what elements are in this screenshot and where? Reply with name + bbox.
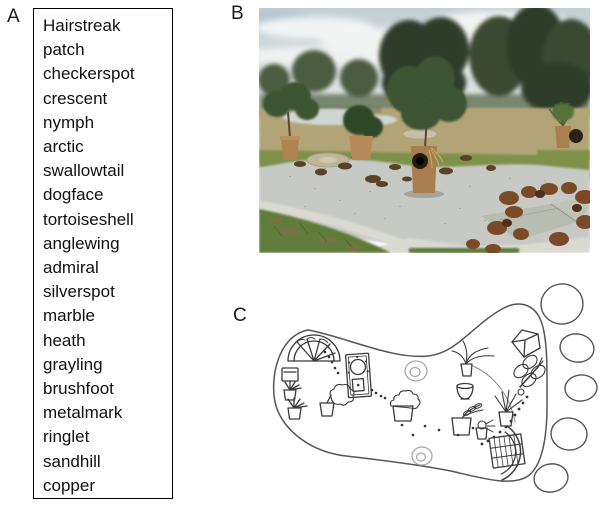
bug-pot-sketch bbox=[475, 419, 496, 440]
word-list-item: brushfoot bbox=[43, 379, 114, 399]
word-list-item: marble bbox=[43, 306, 95, 326]
word-list-item: silverspot bbox=[43, 282, 115, 302]
potted-shrub-2 bbox=[343, 105, 383, 160]
toe-circle bbox=[564, 374, 598, 402]
word-list-item: copper bbox=[43, 475, 95, 495]
potted-tree-3 bbox=[387, 56, 467, 198]
word-list-item: sandhill bbox=[43, 451, 101, 471]
foreground-lawn bbox=[259, 209, 519, 253]
spiky-pot-sketch-2 bbox=[287, 397, 308, 420]
butterfly-sketch bbox=[513, 354, 546, 396]
rust-rocks bbox=[466, 182, 590, 253]
dotted-path-1 bbox=[323, 350, 340, 375]
leafy-pot-sketch bbox=[451, 403, 484, 436]
footprint-sketch bbox=[225, 280, 600, 508]
toe-circle bbox=[540, 283, 584, 325]
potted-tree-1 bbox=[263, 82, 319, 160]
toe-circle bbox=[533, 463, 569, 493]
tuft-pot-sketch bbox=[451, 340, 495, 377]
dotted-path-2 bbox=[370, 388, 387, 400]
toe-circles bbox=[533, 283, 598, 493]
word-list-item: dogface bbox=[43, 185, 104, 205]
word-list-item: admiral bbox=[43, 258, 99, 278]
word-list-item: metalmark bbox=[43, 403, 123, 423]
crescent-paving-sketch bbox=[488, 425, 526, 481]
bush-pot-sketch bbox=[319, 383, 355, 417]
word-list-item: arctic bbox=[43, 137, 84, 157]
panel-a-label: A bbox=[7, 6, 21, 27]
word-list-item: checkerspot bbox=[43, 64, 135, 84]
stone-circle-sketch-1 bbox=[404, 360, 428, 382]
planter-box-sketch bbox=[281, 367, 299, 382]
footprint-outline bbox=[272, 303, 548, 482]
word-list-item: patch bbox=[43, 40, 85, 60]
word-list-item: swallowtail bbox=[43, 161, 125, 181]
word-list-item: ringlet bbox=[43, 427, 90, 447]
ground-plates bbox=[306, 128, 438, 168]
butterfly-word-box: Hairstreak patch checkerspot crescent nymph a… bbox=[33, 8, 173, 499]
amphitheater-sketch bbox=[287, 334, 341, 362]
toe-circle bbox=[559, 333, 595, 363]
spiky-pot-sketch-1 bbox=[283, 380, 302, 401]
stone-circle-sketch-2 bbox=[411, 446, 433, 466]
panel-c-label: C bbox=[233, 305, 248, 326]
gem-sketch bbox=[511, 329, 541, 358]
potted-grass-4 bbox=[548, 101, 583, 148]
word-list-item: heath bbox=[43, 330, 86, 350]
word-list-item: Hairstreak bbox=[43, 16, 121, 35]
cup-sketch bbox=[456, 382, 474, 400]
ruffled-pot-sketch bbox=[389, 389, 421, 422]
toe-circle bbox=[550, 417, 588, 451]
tall-grass-pot-sketch bbox=[494, 389, 523, 427]
word-list-item: crescent bbox=[43, 88, 108, 108]
plan-board-sketch bbox=[344, 352, 373, 399]
panel-b-label: B bbox=[231, 3, 245, 24]
word-list-item: tortoiseshell bbox=[43, 209, 134, 229]
word-list-item: grayling bbox=[43, 354, 103, 374]
word-list-item: anglewing bbox=[43, 233, 120, 253]
word-list-item: nymph bbox=[43, 112, 95, 132]
sweep-curve bbox=[472, 365, 516, 423]
park-photo bbox=[259, 8, 590, 253]
